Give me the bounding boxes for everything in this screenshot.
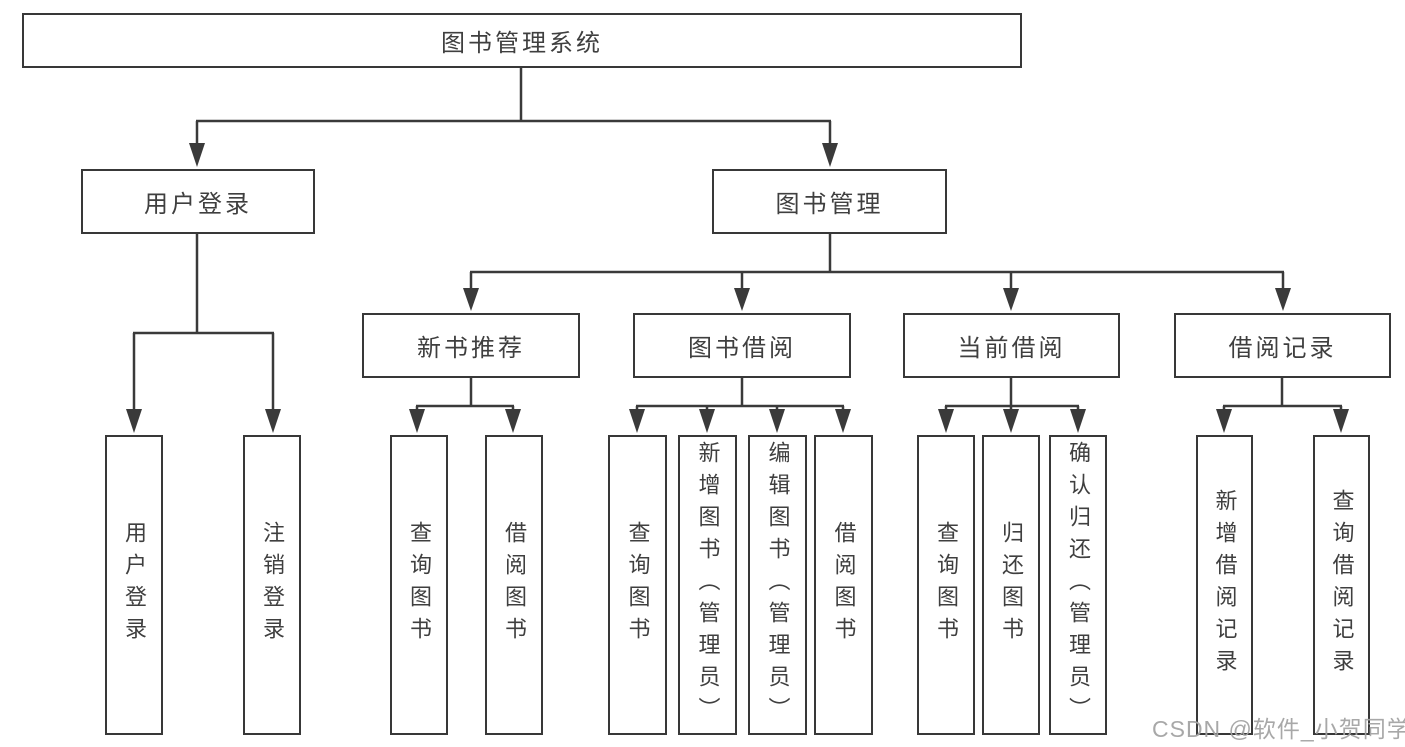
arrow-down-icon — [769, 409, 785, 433]
arrow-down-icon — [265, 409, 281, 433]
arrow-down-icon — [1070, 409, 1086, 433]
leaf-query-books: 查询图书 — [608, 435, 667, 735]
node-label: 当前借阅 — [957, 335, 1066, 362]
node-label: 图书管理 — [775, 191, 884, 218]
node-label: 图书借阅 — [688, 335, 796, 362]
node-label: 查询图书 — [407, 521, 432, 649]
arrowheads — [126, 143, 1349, 433]
node-label: 借阅图书 — [831, 521, 857, 649]
node-current-borrowing: 当前借阅 — [903, 313, 1120, 378]
node-label: 借阅记录 — [1228, 335, 1337, 362]
leaf-logout-login: 注销登录 — [243, 435, 301, 735]
leaf-borrow-books: 借阅图书 — [814, 435, 873, 735]
node-library-management-system: 图书管理系统 — [22, 13, 1022, 68]
node-book-borrowing: 图书借阅 — [633, 313, 851, 378]
arrow-down-icon — [835, 409, 851, 433]
arrow-down-icon — [734, 288, 750, 311]
arrow-down-icon — [699, 409, 715, 433]
node-label: 用户登录 — [144, 191, 252, 218]
arrow-down-icon — [463, 288, 479, 311]
leaf-query-borrow-record: 查询借阅记录 — [1313, 435, 1370, 735]
node-label: 新书推荐 — [417, 335, 525, 362]
node-label: 图书管理系统 — [441, 30, 603, 57]
arrow-down-icon — [1216, 409, 1232, 433]
arrow-down-icon — [629, 409, 645, 433]
leaf-user-login: 用户登录 — [105, 435, 163, 735]
node-new-book-recommendation: 新书推荐 — [362, 313, 580, 378]
leaf-return-books: 归还图书 — [982, 435, 1040, 735]
leaf-borrow-books: 借阅图书 — [485, 435, 543, 735]
node-label: 查询图书 — [934, 521, 959, 649]
node-label: 编辑图书（管理员） — [765, 441, 791, 729]
node-label: 借阅图书 — [502, 521, 527, 649]
arrow-down-icon — [1003, 409, 1019, 433]
leaf-add-borrow-record: 新增借阅记录 — [1196, 435, 1253, 735]
leaf-edit-books-admin: 编辑图书（管理员） — [748, 435, 807, 735]
arrow-down-icon — [1275, 288, 1291, 311]
arrow-down-icon — [189, 143, 205, 167]
csdn-watermark: CSDN @软件_小贺同学 — [1152, 716, 1405, 742]
node-book-management: 图书管理 — [712, 169, 947, 234]
node-label: 查询图书 — [625, 521, 651, 649]
node-label: 新增借阅记录 — [1212, 489, 1238, 681]
arrow-down-icon — [822, 143, 838, 167]
connector-strokes — [132, 68, 1343, 411]
leaf-confirm-return-admin: 确认归还（管理员） — [1049, 435, 1107, 735]
node-label: 归还图书 — [999, 521, 1024, 649]
leaf-query-books: 查询图书 — [390, 435, 448, 735]
arrow-down-icon — [126, 409, 142, 433]
arrow-down-icon — [1333, 409, 1349, 433]
arrow-down-icon — [938, 409, 954, 433]
node-label: 用户登录 — [122, 521, 147, 649]
node-label: 查询借阅记录 — [1329, 489, 1355, 681]
node-label: 新增图书（管理员） — [695, 441, 721, 729]
leaf-add-books-admin: 新增图书（管理员） — [678, 435, 737, 735]
arrow-down-icon — [409, 409, 425, 433]
node-label: 注销登录 — [260, 521, 285, 649]
node-user-login: 用户登录 — [81, 169, 315, 234]
leaf-query-books: 查询图书 — [917, 435, 975, 735]
arrow-down-icon — [505, 409, 521, 433]
node-label: 确认归还（管理员） — [1066, 441, 1091, 729]
arrow-down-icon — [1003, 288, 1019, 311]
node-borrowing-records: 借阅记录 — [1174, 313, 1391, 378]
